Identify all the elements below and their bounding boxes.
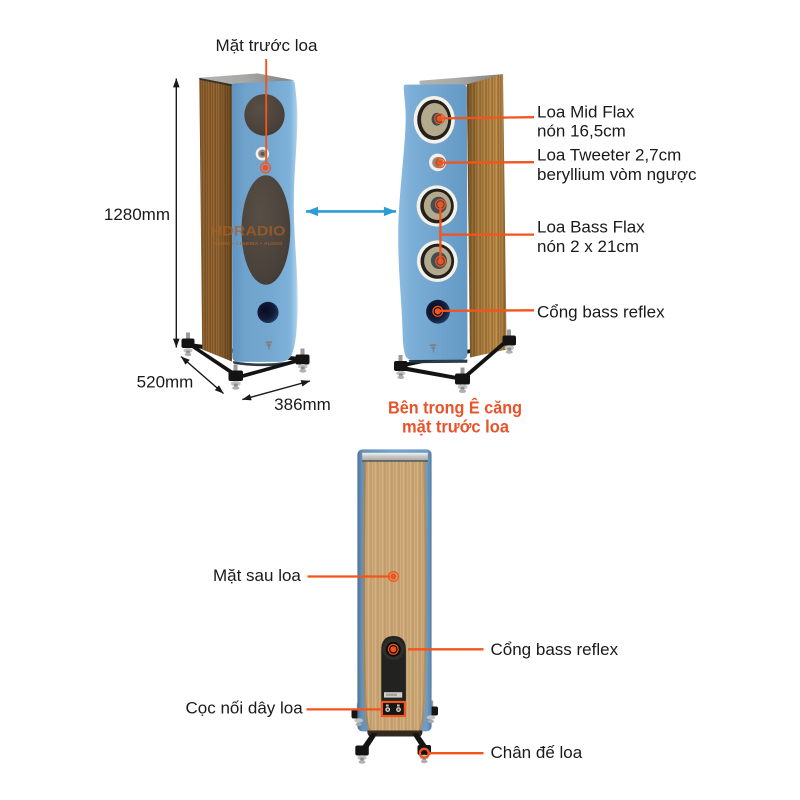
svg-text:386mm: 386mm: [274, 395, 331, 414]
svg-text:beryllium vòm ngược: beryllium vòm ngược: [537, 165, 697, 184]
svg-text:Mặt trước loa: Mặt trước loa: [216, 36, 318, 55]
svg-text:Cổng bass reflex: Cổng bass reflex: [491, 640, 619, 659]
svg-text:Loa Tweeter 2,7cm: Loa Tweeter 2,7cm: [537, 146, 681, 165]
svg-text:mặt trước loa: mặt trước loa: [402, 417, 509, 437]
svg-text:nón 16,5cm: nón 16,5cm: [537, 122, 626, 141]
svg-text:Bên trong Ê căng: Bên trong Ê căng: [388, 397, 522, 418]
svg-text:Chân đế loa: Chân đế loa: [491, 743, 583, 762]
svg-text:HOME • CINEMA • AUDIO: HOME • CINEMA • AUDIO: [213, 241, 284, 246]
svg-text:Loa Mid Flax: Loa Mid Flax: [537, 103, 635, 122]
svg-text:1280mm: 1280mm: [104, 205, 170, 224]
svg-text:Cọc nối dây loa: Cọc nối dây loa: [186, 699, 304, 718]
svg-text:Cổng bass reflex: Cổng bass reflex: [537, 303, 665, 322]
svg-text:520mm: 520mm: [137, 373, 194, 392]
svg-text:Mặt sau loa: Mặt sau loa: [213, 566, 301, 585]
svg-text:HDRADIO: HDRADIO: [211, 224, 286, 239]
svg-text:Loa Bass Flax: Loa Bass Flax: [537, 218, 645, 237]
svg-text:nón 2 x 21cm: nón 2 x 21cm: [537, 237, 639, 256]
